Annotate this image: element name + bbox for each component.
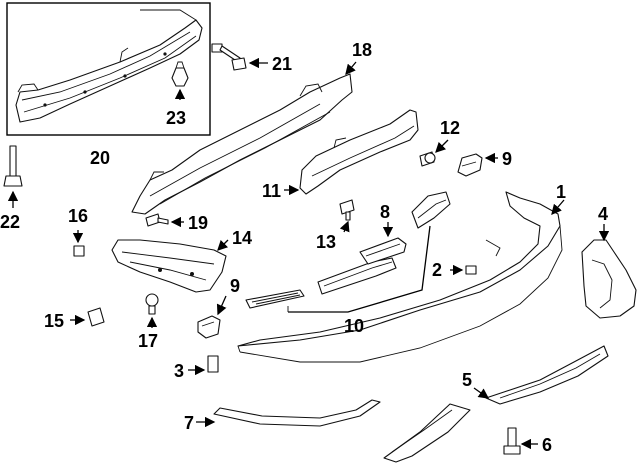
- clip-2: [465, 265, 477, 275]
- reinforcement-beam: [15, 9, 203, 123]
- callout-9-lower: 9: [230, 276, 240, 296]
- screw-13: [339, 199, 355, 221]
- bolt-22: [3, 145, 23, 187]
- bolt-6: [503, 427, 521, 455]
- screw-19: [145, 213, 169, 227]
- callout-5: 5: [462, 370, 472, 390]
- callout-2: 2: [432, 260, 442, 280]
- bracket-11: [299, 109, 419, 195]
- screw-12: [419, 151, 436, 167]
- clip-23: [171, 61, 189, 87]
- trim-7: [213, 399, 381, 427]
- callout-1: 1: [556, 182, 566, 202]
- callout-10: 10: [344, 316, 364, 336]
- clip-9-upper: [457, 153, 483, 177]
- guide-10-center: [317, 257, 397, 295]
- bolt-21: [211, 43, 247, 71]
- callout-21: 21: [272, 54, 292, 74]
- leader-12: [435, 139, 449, 153]
- valance-5: [485, 345, 609, 405]
- leader-13: [339, 220, 350, 233]
- bracket-14: [111, 239, 227, 293]
- callout-12: 12: [440, 118, 460, 138]
- skid-plate: [383, 403, 471, 463]
- callout-17: 17: [138, 331, 158, 351]
- bumper-cover: [237, 191, 563, 363]
- callout-20: 20: [90, 148, 110, 168]
- callout-11: 11: [262, 181, 281, 201]
- callout-9-upper: 9: [502, 149, 512, 169]
- leader-10-bracket: [288, 225, 431, 313]
- callout-8: 8: [380, 202, 390, 222]
- clip-3: [207, 355, 219, 373]
- bracket-8: [359, 237, 407, 265]
- leader-1: [551, 199, 565, 215]
- callout-13: 13: [316, 232, 336, 252]
- inset-box: [6, 2, 211, 136]
- callout-14: 14: [232, 228, 252, 248]
- callout-19: 19: [188, 213, 208, 233]
- clip-9-lower: [197, 315, 221, 339]
- cover-4: [581, 239, 637, 319]
- callout-16: 16: [68, 206, 88, 226]
- clip-16: [73, 245, 85, 257]
- leader-5: [473, 387, 490, 399]
- callout-15: 15: [44, 311, 64, 331]
- leader-14: [217, 239, 229, 251]
- clip-15: [87, 307, 105, 327]
- callout-3: 3: [174, 361, 184, 381]
- callout-6: 6: [542, 435, 552, 455]
- guide-10-right: [411, 191, 451, 229]
- bracket-18: [131, 73, 353, 215]
- callout-23: 23: [166, 108, 186, 128]
- callout-labels: 21 23 20 18 12 9 11 1 22 16 19 8 4 13 14…: [0, 40, 608, 455]
- leader-9-lower: [216, 295, 227, 316]
- guide-10-left: [245, 289, 305, 309]
- callout-7: 7: [184, 413, 194, 433]
- callout-4: 4: [598, 204, 608, 224]
- callout-18: 18: [352, 40, 372, 60]
- callout-22: 22: [0, 212, 20, 232]
- screw-17: [145, 293, 159, 315]
- leader-18: [345, 61, 357, 75]
